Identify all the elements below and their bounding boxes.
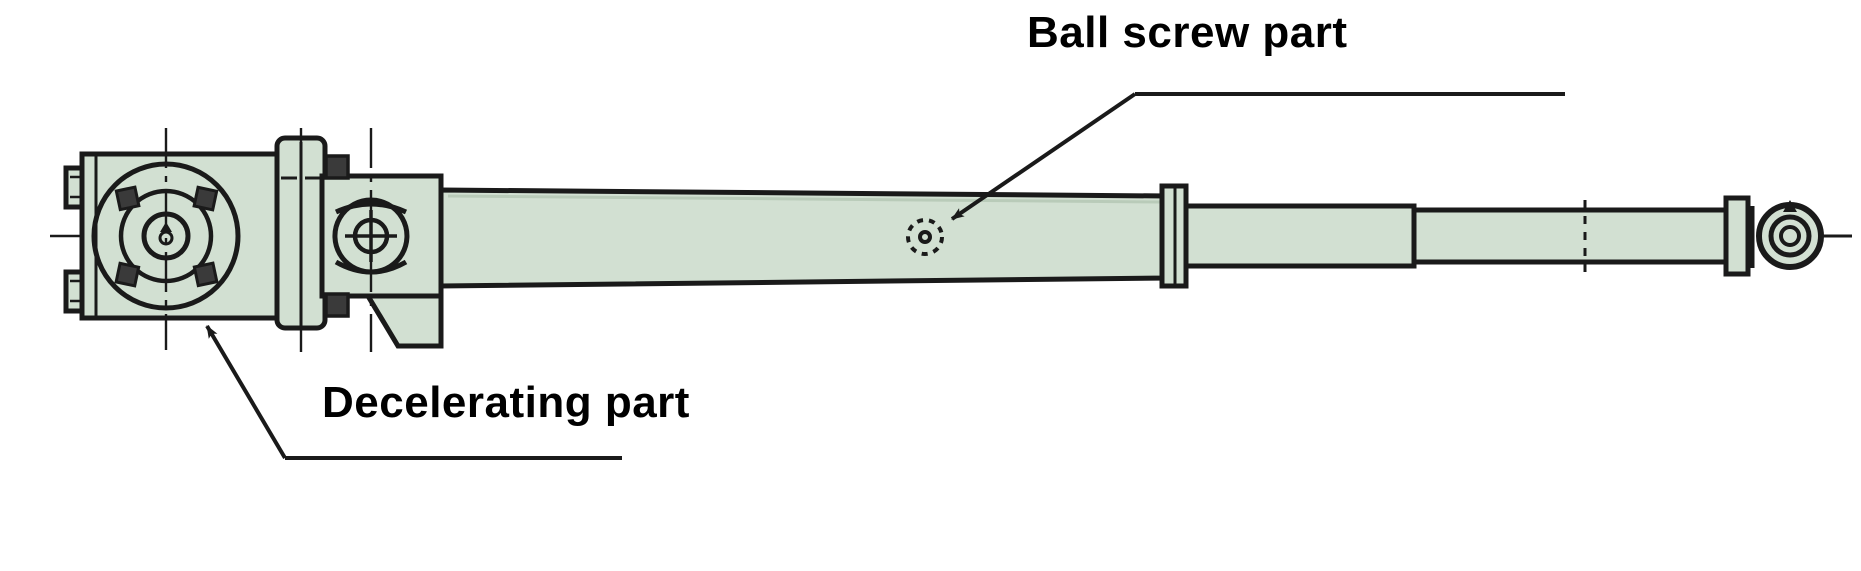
bolt-head-bottom-right [192,261,219,288]
actuator-rod-thick [1183,203,1417,269]
rod-thick-group [1183,203,1417,269]
ball-screw-detail-core [918,230,932,244]
bolt-pad-top [324,154,350,180]
bolt-pad-bottom [324,292,350,318]
cylinder-tube-group [438,187,1169,289]
callout-decelerating-group [205,324,622,460]
tube-collar-group [1159,183,1189,289]
actuator-rod-thin [1411,207,1729,265]
gearbox-skirt-group [363,293,444,349]
ball-screw-leader-line [950,92,1137,221]
gearbox-boss-group [274,128,328,352]
ball-screw-part-label: Ball screw part [1027,8,1348,57]
rod-end-shoulder [1723,195,1751,277]
rod-thin-group [1411,200,1729,272]
ball-screw-detail-marker [906,218,944,256]
bolt-head-top-right [192,185,219,212]
rod-end-key-notch [1783,200,1797,212]
decelerating-part-label: Decelerating part [322,378,690,427]
callout-ball-screw-group [950,92,1565,221]
ball-screw-tube [438,187,1169,289]
gearbox-tapered-skirt [363,293,444,349]
tube-highlight [447,194,1163,204]
motor-flange-group [91,128,241,350]
rod-end-group [1723,195,1852,277]
bolt-head-top-left [114,185,141,212]
decelerating-leader-line [205,324,287,460]
rod-end-eye-bore [1779,225,1801,247]
bolt-head-bottom-left [114,261,141,288]
ball-screw-detail-marker-group [906,218,944,256]
